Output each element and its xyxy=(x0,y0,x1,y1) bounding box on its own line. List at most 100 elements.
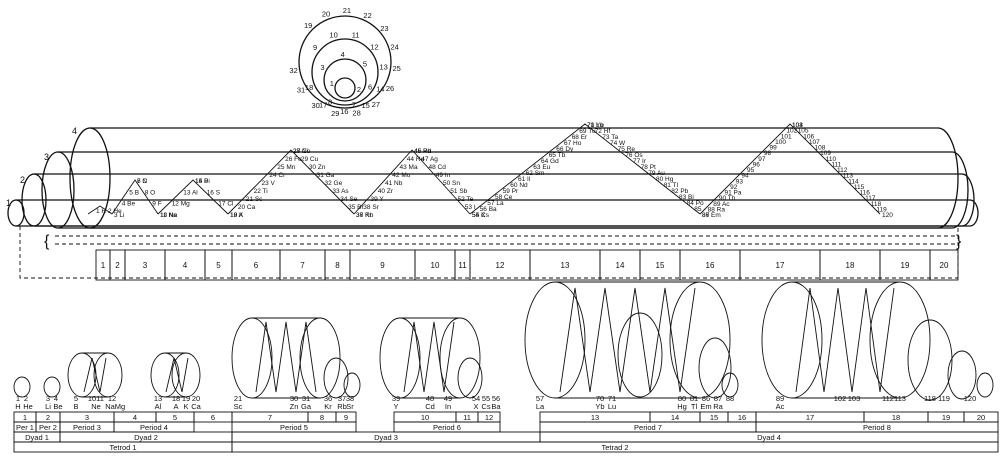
spiral-number: 14 xyxy=(376,85,384,94)
helix-element-label: 49 In xyxy=(436,172,451,179)
cylinder-group-period5-6 xyxy=(231,317,483,399)
spiral-number: 24 xyxy=(391,43,399,52)
bottom-number-label: 36 xyxy=(324,394,332,403)
helix-element-label: 21 Sc xyxy=(246,196,263,203)
helix-element-label: 68 Er xyxy=(572,134,588,141)
bottom-symbol-label: La xyxy=(536,402,545,411)
helix-element-label: 88 Ra xyxy=(708,206,726,213)
helix-element-label: 58 Ce xyxy=(495,194,513,201)
helix-element-label: 46 Pd xyxy=(414,148,431,155)
helix-element-label: 1 H xyxy=(96,208,106,215)
helix-element-label: 39 Y xyxy=(371,196,385,203)
spiral-number: 2 xyxy=(357,85,361,94)
helix-element-label: 9 F xyxy=(152,201,161,208)
cylinder-group-period7 xyxy=(524,281,739,399)
period-number-label: 16 xyxy=(738,413,746,422)
helix-element-label: 41 Nb xyxy=(385,180,403,187)
helix-element-label: 43 Ma xyxy=(400,164,418,171)
bottom-symbol-label: X xyxy=(473,402,478,411)
helix-element-label: 51 Sb xyxy=(450,188,467,195)
bottom-number-label: 71 xyxy=(608,394,616,403)
helix-element-label: 25 Mn xyxy=(277,164,295,171)
helix-element-label: 75 Re xyxy=(618,146,636,153)
helix-element-label: 38 Sr xyxy=(363,204,379,211)
period-group-label: Period 8 xyxy=(863,423,891,432)
cylinder-3 xyxy=(41,151,969,229)
helix-element-label: 105 xyxy=(798,128,809,135)
helix-element-label: 69 Tu xyxy=(579,128,596,135)
bottom-number-label: 103 xyxy=(848,394,861,403)
spiral-ring-2 xyxy=(311,38,379,106)
period-number-label: 9 xyxy=(344,413,348,422)
helix-element-label: 115 xyxy=(854,184,865,191)
bottom-number-label: 3 xyxy=(46,394,50,403)
period-group-label: Period 6 xyxy=(433,423,461,432)
helix-element-label: 99 xyxy=(770,145,778,152)
tetrad-label: Tetrod 1 xyxy=(109,443,136,452)
bottom-symbol-label: Ac xyxy=(776,402,785,411)
cylinder-1 xyxy=(7,199,979,227)
winding-period3 xyxy=(83,357,107,393)
period-box-label: 6 xyxy=(254,261,259,270)
spiral-number: 27 xyxy=(372,100,380,109)
period-box-label: 16 xyxy=(706,261,715,270)
helix-element-label: 17 Cl xyxy=(218,201,234,208)
helix-element-label: 80 Hg xyxy=(656,176,674,183)
period-number-label: 4 xyxy=(133,413,137,422)
bottom-number-label: 11 xyxy=(96,394,104,403)
period-number-label: 2 xyxy=(46,413,50,422)
spiral-number: 23 xyxy=(380,24,388,33)
helix-element-label: 47 Ag xyxy=(421,156,438,163)
bottom-number-label: 2 xyxy=(24,394,28,403)
bottom-number-label: 57 xyxy=(536,394,544,403)
helix-element-label: 13 Al xyxy=(183,189,198,196)
helix-element-label: 44 Ru xyxy=(407,156,425,163)
helix-element-label: 107 xyxy=(809,139,820,146)
period-box-label: 4 xyxy=(183,261,188,270)
period-number-label: 11 xyxy=(463,413,471,422)
bottom-symbol-label: Na xyxy=(105,402,115,411)
helix-element-label: 84 Po xyxy=(687,200,704,207)
helix-element-label: 73 Ta xyxy=(602,134,618,141)
period-group-label: Period 4 xyxy=(140,423,168,432)
period-box-label: 2 xyxy=(115,261,120,270)
bottom-symbol-label: Kr xyxy=(324,402,332,411)
bottom-number-label: 30 xyxy=(290,394,298,403)
bottom-symbol-label: Cs xyxy=(481,402,490,411)
bottom-symbol-label: In xyxy=(445,402,451,411)
helix-element-label: 65 Tb xyxy=(549,152,566,159)
helix-element-label: 72 Hf xyxy=(595,128,611,135)
bottom-symbol-label: Lu xyxy=(608,402,616,411)
helix-element-label: 81 Tl xyxy=(664,182,679,189)
dyad-label: Dyad 3 xyxy=(374,433,398,442)
spiral-number: 9 xyxy=(313,43,317,52)
helix-winding-line xyxy=(87,123,881,215)
helix-element-label: 20 Ca xyxy=(238,204,256,211)
spiral-number: 3 xyxy=(320,63,324,72)
bottom-symbol-label: K xyxy=(183,402,188,411)
helix-element-label: 37 Rb xyxy=(356,212,374,219)
dyad-label: Dyad 2 xyxy=(134,433,158,442)
period-box-label: 20 xyxy=(940,261,949,270)
helix-element-label: 53 I xyxy=(465,204,476,211)
helix-element-label: 90 Th xyxy=(719,195,736,202)
helix-element-label: 92 xyxy=(730,184,738,191)
period-number-label: 20 xyxy=(977,413,985,422)
bottom-symbol-label: Ba xyxy=(491,402,501,411)
helix-element-label: 6 C xyxy=(137,178,147,185)
helix-element-label: 118 xyxy=(871,201,882,208)
helix-element-label: 77 Ir xyxy=(633,158,647,165)
bottom-number-label: 119 xyxy=(938,394,950,403)
bottom-symbol-label: Yb xyxy=(595,402,604,411)
helix-element-label: 48 Cd xyxy=(429,164,447,171)
bottom-number-label: 19 xyxy=(182,394,190,403)
helix-element-label: 60 Nd xyxy=(510,182,528,189)
helix-element-label: 56 Ba xyxy=(480,206,497,213)
bottom-symbol-label: He xyxy=(23,402,33,411)
bottom-number-label: 18 xyxy=(172,394,180,403)
